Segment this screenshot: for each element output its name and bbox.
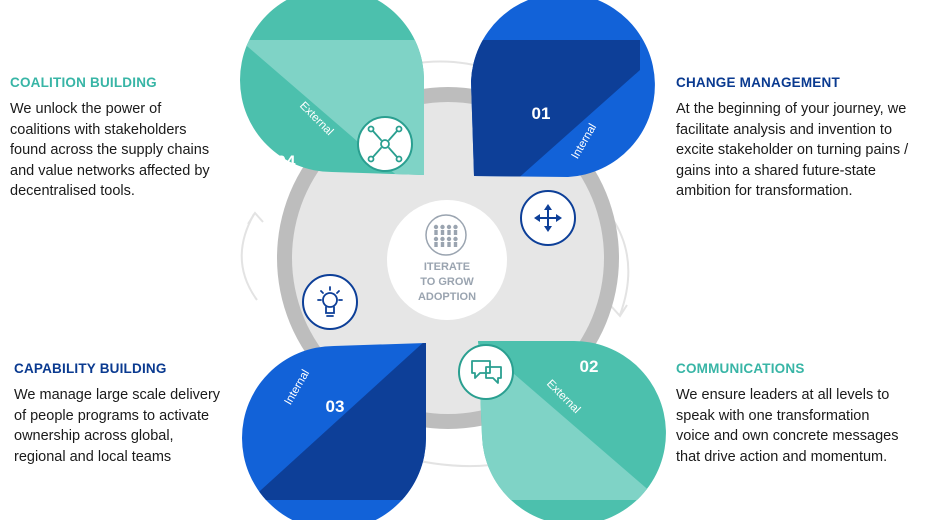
- change-management-title: CHANGE MANAGEMENT: [676, 75, 840, 90]
- petal-04: 04 External: [240, 0, 424, 175]
- text-line: that drive action and momentum.: [676, 448, 888, 465]
- text-line: facilitate analysis and invention to: [676, 121, 893, 138]
- text-line: voice and own concrete messages: [676, 428, 899, 444]
- text-line: and value networks affected by: [10, 162, 210, 179]
- arrows-expand-icon: [534, 204, 562, 232]
- people-group-icon: [433, 224, 458, 247]
- petal-03-dark-band: [250, 343, 426, 500]
- petal-03: 03 Internal: [242, 274, 426, 520]
- center-circle: [387, 200, 507, 320]
- coalition-building-title: COALITION BUILDING: [10, 75, 157, 90]
- text-line: speak with one transformation: [676, 407, 870, 424]
- text-line: excite stakeholder on turning pains /: [676, 142, 909, 158]
- arrow-head: [610, 304, 628, 318]
- text-line: We ensure leaders at all levels to: [676, 387, 890, 403]
- capability-building-block: CAPABILITY BUILDING We manage large scal…: [14, 361, 254, 467]
- chat-bubbles-icon: [471, 360, 502, 384]
- petal-02: 02 External: [458, 340, 666, 520]
- center-hub: ITERATE TO GROW ADOPTION: [387, 200, 507, 320]
- center-icon-badge: [425, 214, 467, 256]
- center-label-line-2: TO GROW: [420, 276, 474, 288]
- text-line: coalitions with stakeholders: [10, 121, 187, 138]
- center-label-line-1: ITERATE: [424, 261, 470, 273]
- petal-01: 01 Internal: [471, 0, 655, 246]
- petal-01-dark-band: [471, 40, 640, 177]
- hands-together-icon: [367, 125, 403, 163]
- text-line: ownership across global,: [14, 428, 174, 444]
- communications-text: We ensure leaders at all levels to speak…: [676, 385, 916, 467]
- text-line: We manage large scale delivery: [14, 387, 221, 403]
- petal-02-number: 02: [580, 357, 599, 376]
- petal-03-icon-badge: [302, 274, 358, 330]
- text-line: gains into a shared future-state: [676, 162, 876, 179]
- petal-04-light-band: [240, 40, 424, 175]
- center-label-line-3: ADOPTION: [418, 291, 476, 303]
- coalition-building-block: COALITION BUILDING We unlock the power o…: [10, 75, 250, 202]
- petal-04-number: 04: [277, 152, 296, 171]
- text-line: We unlock the power of: [10, 101, 162, 117]
- coalition-building-text: We unlock the power of coalitions with s…: [10, 99, 250, 202]
- arrow-head: [247, 211, 264, 225]
- petal-04-icon-badge: [357, 116, 413, 172]
- change-management-text: At the beginning of your journey, we fac…: [676, 99, 938, 202]
- text-line: regional and local teams: [14, 448, 172, 465]
- capability-building-text: We manage large scale delivery of people…: [14, 385, 254, 467]
- capability-building-title: CAPABILITY BUILDING: [14, 361, 167, 376]
- communications-title: COMMUNICATIONS: [676, 361, 805, 376]
- petal-01-number: 01: [532, 104, 551, 123]
- lightbulb-icon: [317, 286, 343, 317]
- petal-03-number: 03: [326, 397, 345, 416]
- text-line: ambition for transformation.: [676, 183, 853, 199]
- text-line: found across the supply chains: [10, 142, 210, 158]
- text-line: of people programs to activate: [14, 407, 210, 424]
- text-line: At the beginning of your journey, we: [676, 101, 907, 117]
- text-line: decentralised tools.: [10, 183, 135, 199]
- change-management-block: CHANGE MANAGEMENT At the beginning of yo…: [676, 75, 938, 202]
- communications-block: COMMUNICATIONS We ensure leaders at all …: [676, 361, 916, 467]
